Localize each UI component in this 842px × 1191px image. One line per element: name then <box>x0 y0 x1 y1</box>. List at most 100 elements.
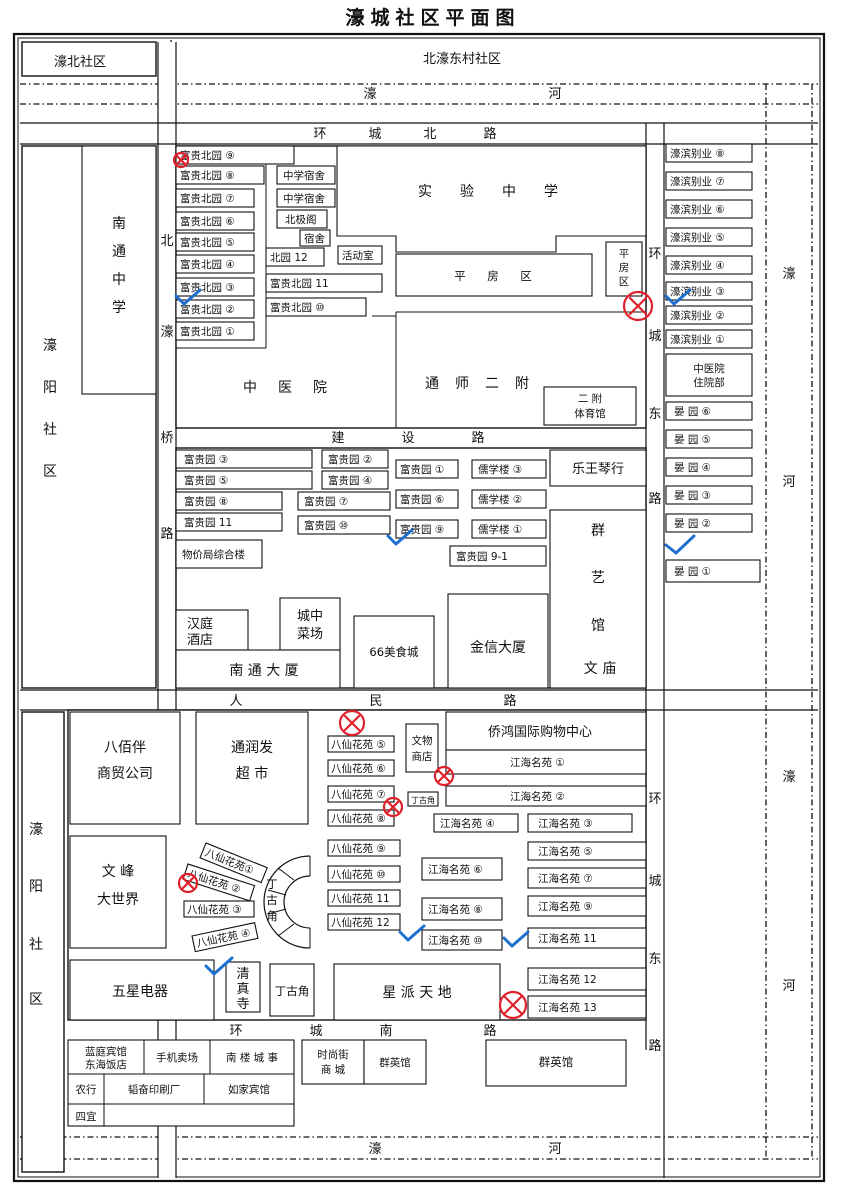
svg-text:江海名苑 ⑧: 江海名苑 ⑧ <box>428 903 483 916</box>
building-tongrunfa <box>195 711 309 825</box>
svg-text:富贵北园 ①: 富贵北园 ① <box>180 325 235 338</box>
svg-text:北: 北 <box>160 234 173 249</box>
building-mosque-label: 清 <box>236 967 249 982</box>
svg-text:建: 建 <box>331 431 344 446</box>
svg-text:富贵园 ⑤: 富贵园 ⑤ <box>184 474 228 487</box>
svg-text:艺: 艺 <box>591 570 605 586</box>
svg-text:富贵园 ③: 富贵园 ③ <box>184 453 228 466</box>
building-xingpai-label: 星 派 天 地 <box>382 985 451 1001</box>
building-nantong-high <box>81 145 157 395</box>
building-shiyan-school <box>336 145 647 253</box>
building-fugui-north <box>175 321 255 341</box>
svg-text:江海名苑 11: 江海名苑 11 <box>538 932 597 945</box>
svg-text:河: 河 <box>548 1142 561 1157</box>
fugui-mid-list: 富贵园 ② 富贵园 ④ 富贵园 ⑦ 富贵园 ⑩ <box>297 449 391 535</box>
svg-text:富贵北园 ③: 富贵北园 ③ <box>180 281 235 294</box>
svg-text:富贵园 ④: 富贵园 ④ <box>328 474 372 487</box>
road-label-beihao-bridge: 北 濠 桥 路 <box>160 234 173 542</box>
river-label-east: 濠 <box>782 266 795 282</box>
svg-text:八仙花苑 ⑤: 八仙花苑 ⑤ <box>331 738 386 751</box>
building-shishang-label: 商 城 <box>321 1063 346 1076</box>
svg-text:东: 东 <box>648 407 661 422</box>
community-haoyang-north-label: 濠 阳 社 区 <box>43 337 57 480</box>
svg-text:馆: 馆 <box>591 618 605 634</box>
building-food-city-label: 66美食城 <box>369 645 419 659</box>
building-fugui-north-10 <box>265 297 367 317</box>
building-dinggu2 <box>269 963 315 1017</box>
svg-text:儒学楼 ③: 儒学楼 ③ <box>478 463 522 476</box>
svg-text:富贵北园 ②: 富贵北园 ② <box>180 303 235 316</box>
svg-text:阳: 阳 <box>29 879 43 895</box>
svg-text:平: 平 <box>619 248 630 260</box>
svg-text:古: 古 <box>266 893 278 907</box>
svg-text:富贵园 ⑩: 富贵园 ⑩ <box>304 519 348 532</box>
river-label-south: 濠 河 <box>368 1141 561 1157</box>
building-dinggu2-label: 丁古角 <box>275 984 310 998</box>
svg-text:医: 医 <box>278 380 292 396</box>
svg-text:江海名苑 12: 江海名苑 12 <box>538 973 597 986</box>
building-pingfang-area <box>395 253 593 297</box>
building-city-market-label: 菜场 <box>297 627 323 642</box>
building-mosque <box>225 961 261 1013</box>
svg-text:濠滨别业 ③: 濠滨别业 ③ <box>670 285 725 298</box>
building-dinggu-small-label: 丁古角 <box>411 795 435 805</box>
svg-text:中: 中 <box>243 380 257 396</box>
building-qunying-2-label: 群英馆 <box>539 1055 574 1069</box>
svg-text:江海名苑 ③: 江海名苑 ③ <box>538 817 593 830</box>
building-wenmiao-label: 文 庙 <box>584 661 616 677</box>
building-qunying-1 <box>363 1039 427 1085</box>
svg-text:晏 园 ④: 晏 园 ④ <box>674 462 711 474</box>
svg-text:濠滨别业 ⑦: 濠滨别业 ⑦ <box>670 175 725 188</box>
svg-text:晏 园 ①: 晏 园 ① <box>674 566 711 578</box>
svg-text:平: 平 <box>454 269 466 283</box>
svg-text:阳: 阳 <box>43 380 57 396</box>
svg-text:学: 学 <box>544 184 558 200</box>
building-hanting-hotel-label: 酒店 <box>187 633 213 648</box>
building-middle-dorm-label: 中学宿舍 <box>283 192 325 205</box>
svg-text:路: 路 <box>648 1038 661 1054</box>
svg-text:濠滨别业 ②: 濠滨别业 ② <box>670 309 725 322</box>
svg-text:北: 北 <box>423 127 436 142</box>
building-qunyiguan <box>549 509 647 689</box>
building-qunyiguan-label: 群 艺 馆 <box>591 523 605 634</box>
svg-text:濠: 濠 <box>43 337 57 354</box>
svg-text:角: 角 <box>266 909 278 923</box>
building-tcm-label: 中 医 院 <box>243 380 327 396</box>
svg-text:人: 人 <box>229 694 242 709</box>
svg-text:东: 东 <box>648 952 661 967</box>
svg-text:富贵园 ②: 富贵园 ② <box>328 453 372 466</box>
building-middle-dorm-label: 中学宿舍 <box>283 169 325 182</box>
building-xingpai <box>333 963 501 1021</box>
svg-text:濠滨别业 ①: 濠滨别业 ① <box>670 333 725 346</box>
svg-text:八仙花苑 12: 八仙花苑 12 <box>331 916 390 929</box>
building-phone-store-label: 手机卖场 <box>156 1051 198 1064</box>
svg-text:江海名苑 ④: 江海名苑 ④ <box>440 817 495 830</box>
building-city-market <box>279 597 341 651</box>
svg-text:学: 学 <box>112 300 126 316</box>
svg-text:环: 环 <box>313 127 326 142</box>
building-nantong-tower-label: 南 通 大 厦 <box>229 663 298 679</box>
svg-text:中: 中 <box>112 272 126 288</box>
building-jinxin-tower-label: 金信大厦 <box>470 640 526 656</box>
building-fugui-north-11 <box>265 273 383 293</box>
svg-text:濠: 濠 <box>29 821 43 838</box>
ruxue-list: 儒学楼 ③ 儒学楼 ② 儒学楼 ① <box>471 459 547 539</box>
building-piano-shop <box>549 449 647 487</box>
building-babaiban <box>69 711 181 825</box>
svg-text:城: 城 <box>648 329 661 344</box>
svg-text:南: 南 <box>379 1023 392 1039</box>
svg-text:八仙花苑 ⑨: 八仙花苑 ⑨ <box>331 842 386 855</box>
svg-text:江海名苑 ⑥: 江海名苑 ⑥ <box>428 863 483 876</box>
svg-text:通: 通 <box>425 376 439 392</box>
road-label-ring-east-bottom: 环 城 东 路 <box>648 792 661 1054</box>
svg-text:通: 通 <box>112 244 126 260</box>
community-beihaodong-label: 北濠东村社区 <box>423 51 501 67</box>
haobin-list: 濠滨别业 ⑧ 濠滨别业 ⑦ 濠滨别业 ⑥ 濠滨别业 ⑤ 濠滨别业 ④ 濠滨别业 … <box>665 143 753 349</box>
community-haoyang-south <box>21 711 65 1173</box>
svg-text:验: 验 <box>460 184 474 200</box>
svg-text:江海名苑 ⑨: 江海名苑 ⑨ <box>538 900 593 913</box>
building-mosque-label: 寺 <box>236 997 249 1012</box>
building-beijige-label: 北极阁 <box>285 213 317 226</box>
svg-text:富贵北园 ⑤: 富贵北园 ⑤ <box>180 236 235 249</box>
building-fugui-north <box>175 232 255 252</box>
